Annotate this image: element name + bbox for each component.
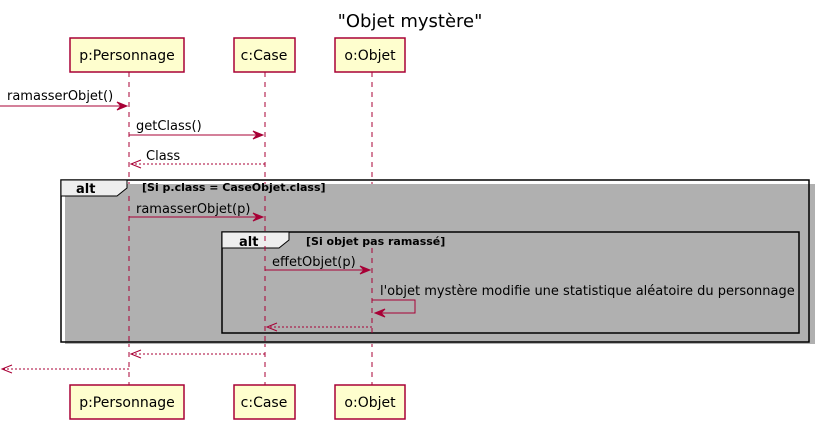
- message-ramasser-objet: ramasserObjet(): [0, 89, 129, 111]
- message-label: effetObjet(p): [272, 255, 356, 270]
- alt-frame-outer: [60, 179, 810, 343]
- alt-frame-inner: [221, 231, 800, 334]
- message-get-class: getClass(): [129, 119, 265, 140]
- message-effet-objet: effetObjet(p): [265, 255, 372, 275]
- message-return-case: [129, 349, 265, 359]
- message-label: getClass(): [136, 119, 202, 134]
- participant-case-label-bottom: c:Case: [241, 395, 288, 411]
- participant-case-top: c:Case: [233, 37, 296, 73]
- participant-case-label: c:Case: [241, 48, 288, 64]
- alt-guard-outer: [Si p.class = CaseObjet.class]: [142, 181, 326, 194]
- alt-tab-inner: [221, 231, 290, 249]
- diagram-title: "Objet mystère": [338, 11, 483, 32]
- message-return-objet: [265, 322, 372, 332]
- alt-keyword-inner: alt: [239, 235, 258, 250]
- alt-keyword-outer: alt: [76, 182, 95, 197]
- participant-case-bottom: c:Case: [233, 384, 296, 420]
- message-return-personnage: [0, 364, 129, 374]
- alt-guard-inner: [Si objet pas ramassé]: [306, 235, 445, 248]
- message-ramasser-objet-p: ramasserObjet(p): [129, 202, 265, 222]
- message-self-objet: l'objet mystère modifie une statistique …: [372, 284, 795, 318]
- participant-personnage-label: p:Personnage: [79, 48, 175, 64]
- alt-frame-inner-shadow: [226, 236, 804, 338]
- message-return-class: Class: [129, 149, 265, 169]
- participant-personnage-label-bottom: p:Personnage: [79, 395, 175, 411]
- participant-objet-label-bottom: o:Objet: [344, 395, 396, 411]
- message-label: l'objet mystère modifie une statistique …: [380, 284, 795, 299]
- message-label: ramasserObjet(): [7, 89, 113, 104]
- participant-personnage-bottom: p:Personnage: [69, 384, 185, 420]
- participant-personnage-top: p:Personnage: [69, 37, 185, 73]
- participant-objet-bottom: o:Objet: [334, 384, 406, 420]
- message-label: ramasserObjet(p): [136, 202, 250, 217]
- message-label: Class: [146, 149, 180, 164]
- participant-objet-top: o:Objet: [334, 37, 406, 73]
- participant-objet-label: o:Objet: [344, 48, 396, 64]
- alt-tab-outer: [60, 179, 128, 197]
